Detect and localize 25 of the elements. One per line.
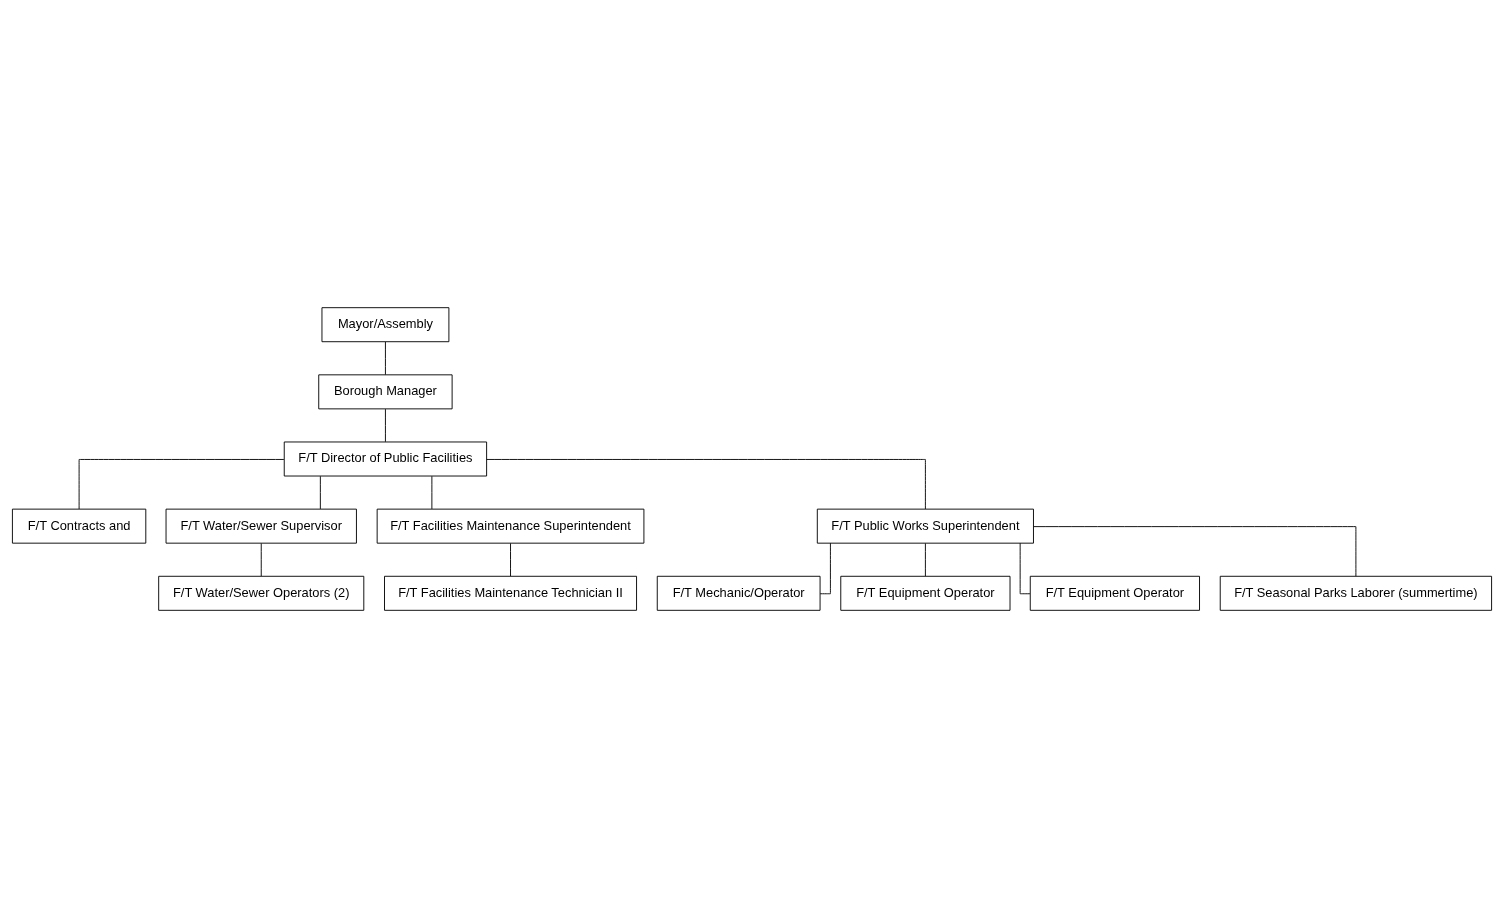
node-box: F/T Mechanic/Operator [656, 575, 821, 611]
node-box: F/T Water/Sewer Operators (2) [158, 575, 365, 611]
connector [78, 459, 285, 510]
connector [924, 543, 926, 577]
node-box: F/T Equipment Operator [840, 575, 1011, 611]
connector [1019, 542, 1031, 595]
connector [1033, 526, 1357, 577]
node-box: F/T Facilities Maintenance Superintendent [376, 508, 645, 544]
connector [384, 341, 386, 376]
node-box: F/T Facilities Maintenance Technician II [384, 575, 637, 611]
node-box: F/T Public Works Superintendent [816, 508, 1034, 544]
connector [260, 543, 262, 577]
node-box: F/T Seasonal Parks Laborer (summertime) [1219, 575, 1493, 611]
connector [486, 459, 926, 510]
node-box: F/T Director of Public Facilities [283, 441, 488, 477]
node-box: Borough Manager [318, 374, 453, 410]
connector [819, 542, 831, 595]
node-box: Mayor/Assembly [321, 307, 450, 343]
connector [384, 408, 386, 443]
connector [431, 475, 433, 510]
node-box: F/T Contracts and [11, 508, 147, 544]
node-box: F/T Equipment Operator [1029, 575, 1200, 611]
connector [510, 543, 511, 577]
connector [319, 475, 321, 510]
node-box: F/T Water/Sewer Supervisor [165, 508, 357, 544]
